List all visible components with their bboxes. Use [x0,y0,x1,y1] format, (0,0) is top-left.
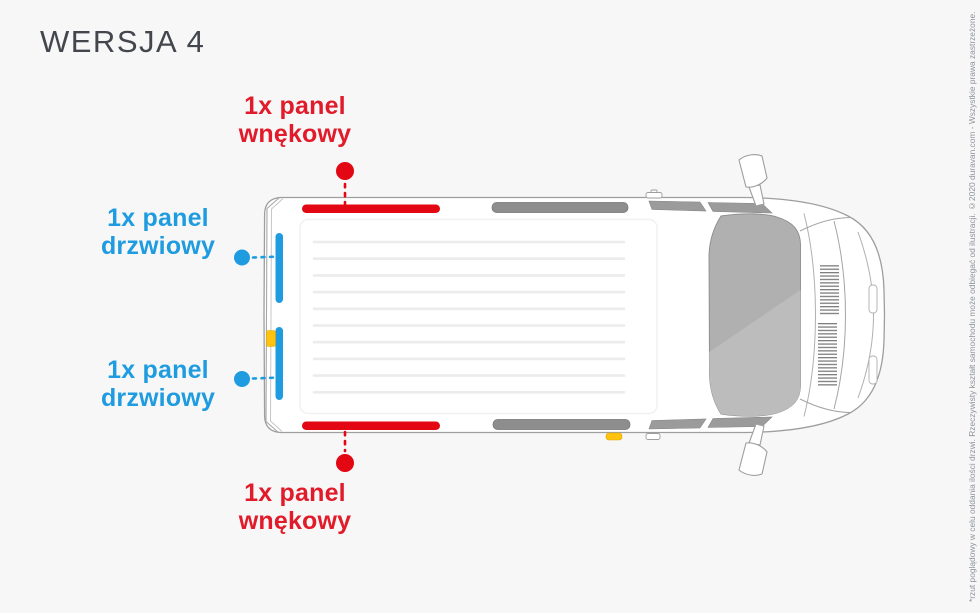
floor-ribs [312,240,626,394]
label-line: drzwiowy [100,232,216,260]
label-line: 1x panel [107,356,209,384]
label-line: wnękowy [238,120,352,148]
hood-lines [799,213,878,417]
label-line: 1x panel [107,204,209,232]
leader-panel-drzwiowy-upper [234,249,282,266]
panel-wnekowy-bottom-marker [302,421,440,430]
page-title: WERSJA 4 [40,24,206,59]
leader-panel-wnekowy-bottom [336,430,354,472]
rear-door-handle-yellow [266,330,276,347]
leader-panel-wnekowy-top [336,162,354,206]
leader-dot [336,162,354,180]
label-line: drzwiowy [100,384,216,412]
copyright-disclaimer: *rzut poglądowy w celu oddania ilości dr… [967,11,977,602]
leader-dot [234,249,250,266]
van-body [263,154,886,476]
cargo-floor [299,218,658,415]
sliding-door-panel-top [491,202,629,213]
panel-drzwiowy-upper-marker [275,233,283,303]
windshield [708,213,801,417]
label-panel-wnekowy-bottom: 1x panel wnękowy [203,479,387,535]
side-window-bottom [648,416,773,430]
label-line: 1x panel [244,92,346,120]
mirror-bottom [738,423,768,476]
label-line: wnękowy [238,507,352,535]
label-panel-drzwiowy-lower: 1x panel drzwiowy [88,356,228,412]
label-panel-wnekowy-top: 1x panel wnękowy [203,92,387,148]
roof-hardware [645,189,663,440]
panel-drzwiowy-lower-marker [275,327,283,400]
leader-dot [336,454,354,472]
grille-vents [818,264,839,386]
side-door-handle-yellow [605,432,623,441]
panel-wnekowy-top-marker [302,204,440,213]
leader-panel-drzwiowy-lower [234,371,282,387]
leader-dot [234,371,250,387]
side-window-top [648,200,773,214]
sliding-door-panel-bottom [492,419,631,430]
rear-doors [265,197,284,433]
mirror-top [738,154,768,207]
label-panel-drzwiowy-upper: 1x panel drzwiowy [88,204,228,260]
label-line: 1x panel [244,479,346,507]
